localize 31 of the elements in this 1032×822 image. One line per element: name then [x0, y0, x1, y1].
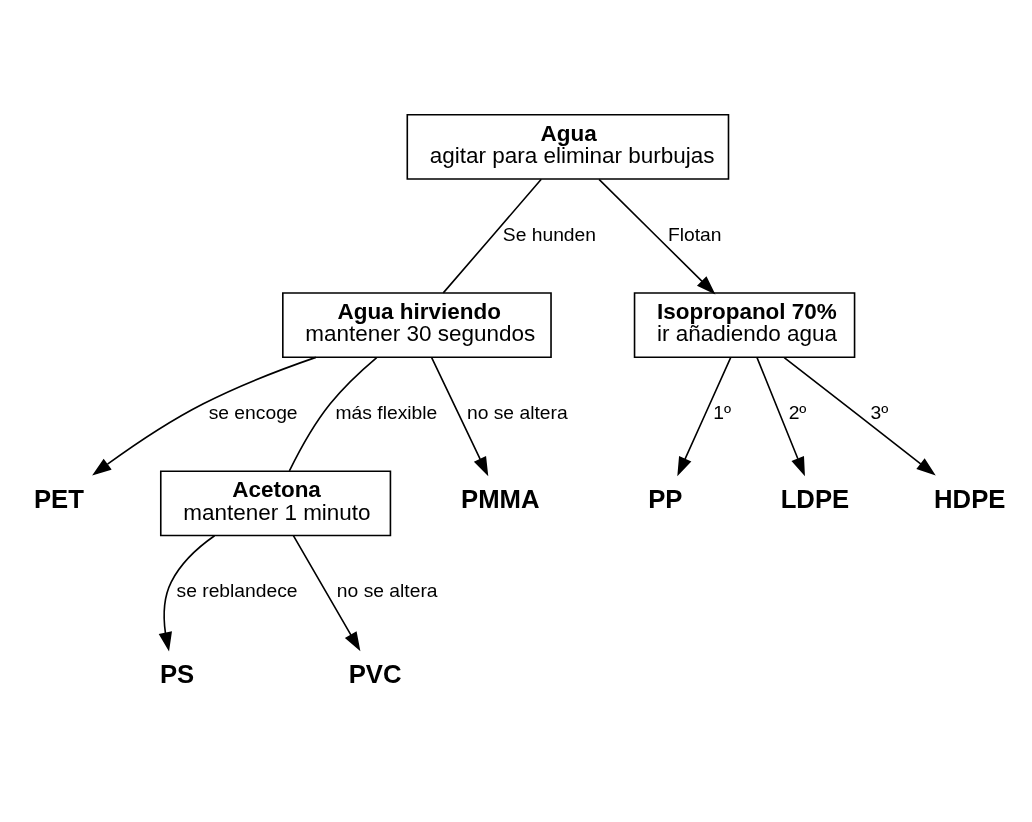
- node-text: PP: [647, 484, 682, 513]
- edge-label: Flotan: [667, 223, 722, 245]
- edge-label: 2º: [788, 402, 806, 424]
- node-box: Agua agitar para eliminar burbujas: [406, 113, 729, 180]
- edge-label: Se hunden: [502, 223, 596, 245]
- edge-label: no se altera: [336, 580, 438, 602]
- node-box: Isopropanol 70% ir añadiendo agua: [633, 292, 855, 358]
- edge-label: no se altera: [466, 402, 568, 424]
- node-text: PMMA: [460, 484, 540, 513]
- connector: [288, 356, 377, 472]
- edge-label: se encoge: [208, 402, 298, 424]
- arrow: [782, 356, 936, 476]
- arrow: [91, 356, 317, 476]
- arrow: [676, 356, 731, 477]
- arrow: [430, 356, 488, 477]
- edge-label: 1º: [712, 402, 731, 424]
- arrow: [292, 534, 360, 652]
- node-box: Acetona mantener 1 minuto: [159, 470, 391, 537]
- arrow: [755, 356, 805, 477]
- edge-label: más flexible: [335, 402, 437, 424]
- node-text: PVC: [348, 659, 401, 688]
- arrow: [158, 534, 215, 652]
- node-text: LDPE: [780, 484, 849, 513]
- edge-label: se reblandece: [176, 580, 298, 602]
- edge-label: 3º: [870, 402, 888, 424]
- connector: [442, 178, 542, 294]
- node-text: PS: [159, 659, 194, 688]
- arrow: [597, 178, 715, 295]
- node-box: Agua hirviendo mantener 30 segundos: [281, 292, 552, 358]
- node-text: PET: [33, 484, 84, 513]
- node-text: HDPE: [933, 484, 1005, 513]
